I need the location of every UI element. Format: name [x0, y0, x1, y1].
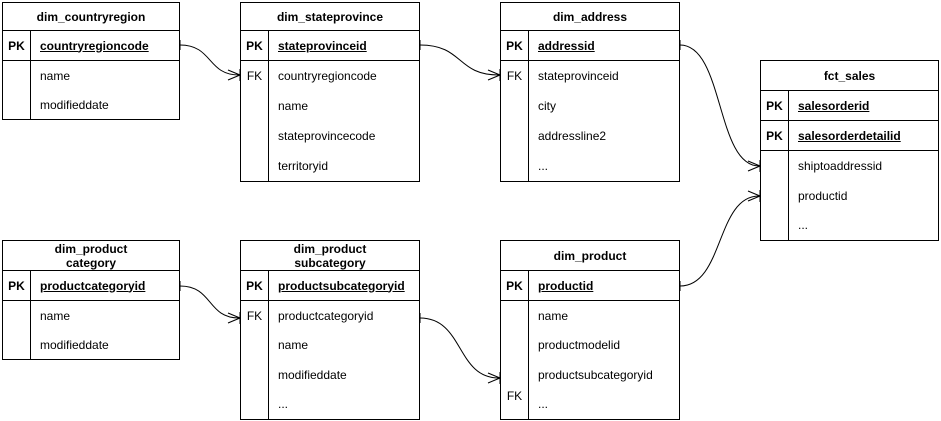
key-label: PK — [501, 271, 529, 300]
key-label: PK — [3, 271, 31, 300]
attribute-name: productsubcategoryid — [278, 278, 405, 293]
relationship-line-stateprovince-to-address — [419, 44, 500, 76]
attribute-group: FK name productmodelid productsubcategoryid… — [501, 301, 679, 419]
entity-title: dim_countryregion — [3, 3, 179, 31]
key-label: PK — [3, 31, 31, 60]
primary-key-row[interactable]: PK addressid — [501, 31, 679, 61]
entity-title: dim_product — [501, 241, 679, 271]
attribute-group: FK countryregioncode name stateprovincecode… — [241, 61, 419, 181]
attribute-list: name modifieddate — [31, 61, 179, 119]
primary-key-row[interactable]: PK stateprovinceid — [241, 31, 419, 61]
attribute-list: countryregioncode name stateprovincecode te… — [269, 61, 419, 181]
attribute-name: modifieddate — [40, 97, 109, 112]
primary-key-row[interactable]: PK productsubcategoryid — [241, 271, 419, 301]
key-label: PK — [241, 31, 269, 60]
attribute-name: productsubcategoryid — [538, 367, 653, 382]
attribute-name: countryregioncode — [40, 38, 149, 53]
attribute-name: name — [278, 338, 309, 353]
attribute-name: ... — [538, 159, 549, 173]
attribute-list: productcategoryid name modifieddate... — [269, 301, 419, 419]
primary-key-row[interactable]: PK countryregioncode — [3, 31, 179, 61]
attribute-name: modifieddate — [40, 337, 109, 352]
attribute-name: name — [40, 308, 71, 323]
attribute-name: productid — [798, 188, 848, 203]
primary-key-row[interactable]: PK productcategoryid — [3, 271, 179, 301]
key-column-spacer — [761, 151, 789, 240]
attribute-name: stateprovinceid — [538, 69, 619, 83]
attribute-group: name modifieddate — [3, 301, 179, 359]
entity-title: dim_address — [501, 3, 679, 31]
attribute-name: name — [538, 308, 569, 323]
relationship-line-productsubcategory-to-product — [419, 317, 500, 379]
attribute-name: modifieddate — [278, 367, 347, 382]
attribute-group: shiptoaddressid productid... — [761, 151, 938, 240]
primary-key-row[interactable]: PK salesorderid — [761, 91, 938, 121]
cardinality-many-marker — [487, 69, 501, 81]
attribute-name: ... — [278, 397, 289, 412]
attribute-name: name — [278, 99, 309, 113]
attribute-name: productmodelid — [538, 338, 621, 353]
cardinality-many-marker — [227, 69, 241, 81]
attribute-group: name modifieddate — [3, 61, 179, 119]
foreign-key-label: FK — [501, 301, 529, 419]
attribute-list: name productmodelid productsubcategoryid..… — [529, 301, 679, 419]
entity-title: dim_stateprovince — [241, 3, 419, 31]
entity-title: dim_product category — [3, 241, 179, 271]
attribute-name: stateprovinceid — [278, 38, 367, 53]
attribute-name: productcategoryid — [40, 278, 146, 293]
attribute-name: productcategoryid — [278, 308, 374, 323]
attribute-group: FK productcategoryid name modifieddate... — [241, 301, 419, 419]
entity-title: fct_sales — [761, 61, 938, 91]
attribute-name: city — [538, 99, 556, 113]
attribute-name: addressline2 — [538, 129, 607, 143]
attribute-name: addressid — [538, 38, 595, 53]
attribute-name: salesorderdetailid — [798, 128, 901, 143]
relationship-line-productcategory-to-productsubcategory — [179, 285, 240, 319]
attribute-name: salesorderid — [798, 98, 870, 113]
relationship-line-countryregion-to-stateprovince — [179, 44, 240, 76]
relationship-line-product-to-fctsales — [679, 195, 760, 287]
attribute-name: productid — [538, 278, 594, 293]
primary-key-row[interactable]: PK productid — [501, 271, 679, 301]
attribute-list: name modifieddate — [31, 301, 179, 359]
cardinality-many-marker — [487, 372, 501, 384]
key-label: PK — [761, 91, 789, 120]
primary-key-row[interactable]: PK salesorderdetailid — [761, 121, 938, 151]
relationship-line-address-to-fctsales — [679, 44, 760, 167]
attribute-name: ... — [798, 218, 809, 233]
attribute-name: stateprovincecode — [278, 129, 376, 143]
key-label: PK — [241, 271, 269, 300]
attribute-list: stateprovinceid city addressline2... — [529, 61, 679, 181]
entity-title: dim_product subcategory — [241, 241, 419, 271]
foreign-key-label: FK — [241, 301, 269, 419]
attribute-name: shiptoaddressid — [798, 158, 883, 173]
key-label: PK — [761, 121, 789, 150]
attribute-name: countryregioncode — [278, 69, 377, 83]
key-column-spacer — [3, 301, 31, 359]
foreign-key-label: FK — [501, 61, 529, 181]
key-label: PK — [501, 31, 529, 60]
cardinality-many-marker — [227, 312, 241, 324]
cardinality-many-marker — [747, 160, 761, 172]
attribute-name: territoryid — [278, 159, 329, 173]
attribute-name: ... — [538, 397, 549, 412]
attribute-list: shiptoaddressid productid... — [789, 151, 938, 240]
attribute-name: name — [40, 68, 71, 83]
key-column-spacer — [3, 61, 31, 119]
attribute-group: FK stateprovinceid city addressline2... — [501, 61, 679, 181]
cardinality-many-marker — [747, 190, 761, 202]
foreign-key-label: FK — [241, 61, 269, 181]
